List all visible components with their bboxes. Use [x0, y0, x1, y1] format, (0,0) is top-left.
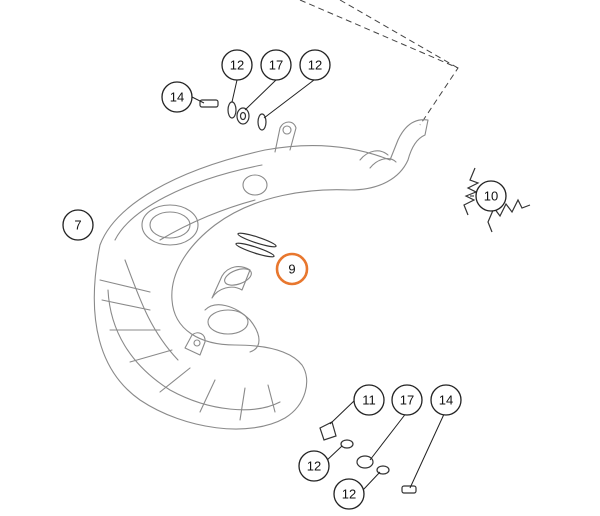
leader-lines [191, 79, 474, 491]
bottom-fasteners [319, 421, 417, 494]
o-ring-parts [235, 232, 277, 258]
svg-text:10: 10 [484, 189, 498, 204]
callout-14-bottom: 14 [430, 384, 462, 416]
callout-12-top-right: 12 [299, 49, 331, 81]
svg-text:11: 11 [362, 393, 376, 408]
callout-12-bottom-left: 12 [298, 450, 330, 482]
svg-text:12: 12 [308, 58, 322, 73]
callout-7: 7 [62, 209, 94, 241]
callout-17-top: 17 [260, 49, 292, 81]
svg-text:17: 17 [400, 393, 414, 408]
exhaust-pipe-drawing [93, 119, 429, 430]
svg-text:9: 9 [288, 262, 295, 277]
callout-10: 10 [475, 180, 507, 212]
callout-11: 11 [353, 384, 385, 416]
callout-9-highlighted: 9 [275, 252, 309, 286]
svg-text:12: 12 [342, 487, 356, 502]
svg-text:14: 14 [439, 393, 453, 408]
top-fasteners [199, 99, 267, 131]
callout-14-top: 14 [161, 81, 193, 113]
callout-12-top-left: 12 [221, 49, 253, 81]
svg-text:17: 17 [269, 58, 283, 73]
dashed-reference-lines [299, 0, 459, 126]
svg-text:12: 12 [307, 459, 321, 474]
svg-text:14: 14 [170, 90, 184, 105]
svg-text:12: 12 [230, 58, 244, 73]
svg-text:7: 7 [74, 218, 81, 233]
callout-12-bottom-right: 12 [333, 478, 365, 510]
callout-17-bottom: 17 [391, 384, 423, 416]
